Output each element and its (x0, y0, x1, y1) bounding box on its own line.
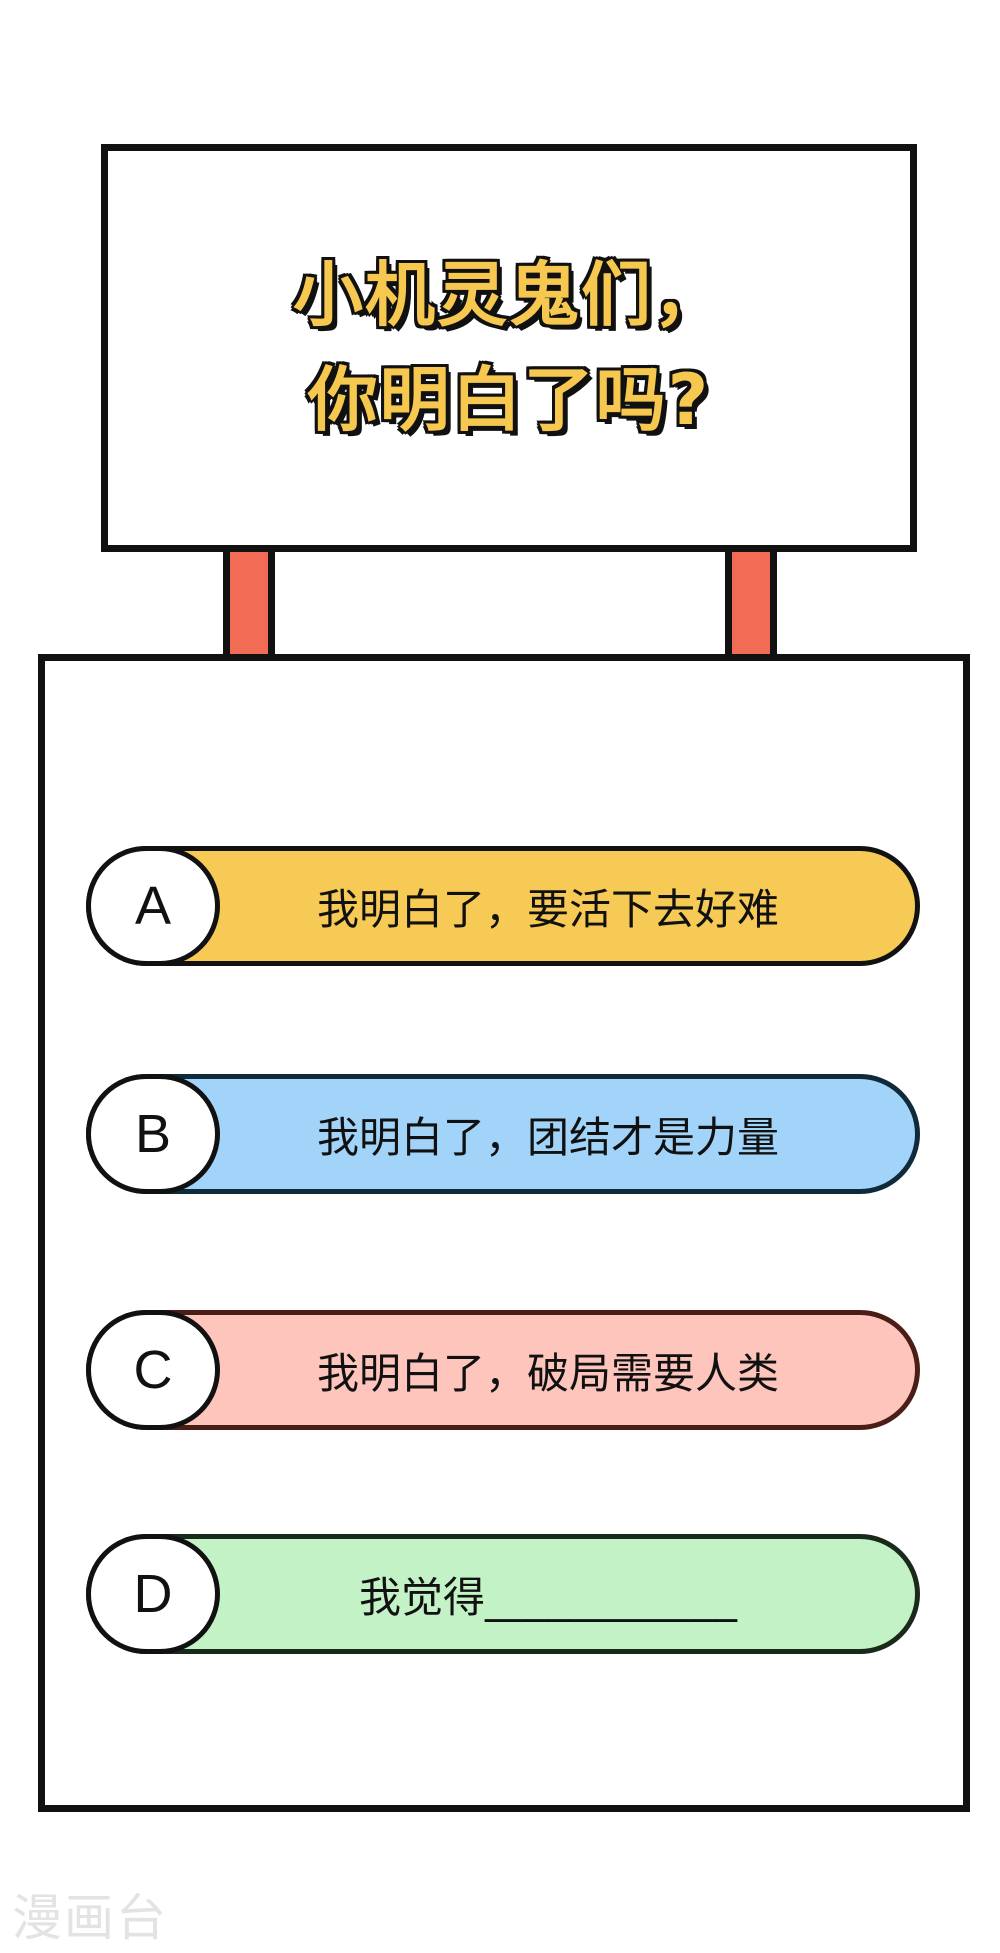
option-label: 我觉得____________ (358, 1572, 737, 1622)
sign-post-right (725, 552, 777, 660)
sign-post-left (223, 552, 275, 660)
question-title-line-2: 你明白了吗? (306, 359, 711, 441)
option-label: 我明白了，要活下去好难 (316, 884, 779, 934)
option-c-button[interactable]: C 我明白了，破局需要人类 (86, 1310, 920, 1430)
option-b-button[interactable]: B 我明白了，团结才是力量 (86, 1074, 920, 1194)
option-letter-badge: D (86, 1534, 220, 1654)
option-label: 我明白了，团结才是力量 (316, 1112, 779, 1162)
option-letter-badge: A (86, 846, 220, 966)
watermark-logo: 漫画台 (12, 1889, 168, 1947)
option-letter-badge: C (86, 1310, 220, 1430)
question-title-line-1: 小机灵鬼们， (292, 254, 725, 336)
question-sign: 小机灵鬼们， 你明白了吗? (101, 144, 917, 552)
option-label: 我明白了，破局需要人类 (316, 1348, 779, 1398)
option-letter-badge: B (86, 1074, 220, 1194)
option-d-button[interactable]: D 我觉得____________ (86, 1534, 920, 1654)
option-a-button[interactable]: A 我明白了，要活下去好难 (86, 846, 920, 966)
